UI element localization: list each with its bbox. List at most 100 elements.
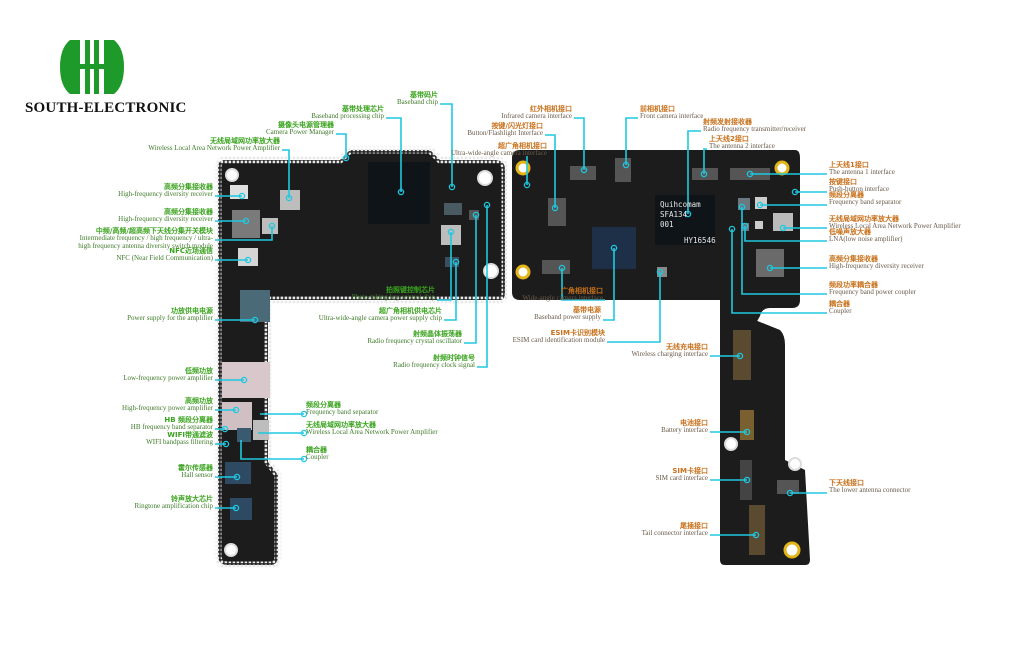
label-en: Frequency band power coupler <box>829 288 916 297</box>
label-cn: WIFI带通滤波 <box>167 431 213 439</box>
label-en: Power supply for the amplifier <box>127 314 213 323</box>
label-en: High-frequency diversity receiver <box>118 215 213 224</box>
target-marker <box>736 352 744 360</box>
target-marker <box>779 224 787 232</box>
mounting-hole <box>225 168 239 182</box>
label-en: SIM card interface <box>655 474 708 483</box>
leader-line <box>607 272 661 343</box>
label-en: Tail connector interface <box>641 529 708 538</box>
label-en: Hall sensor <box>181 471 213 480</box>
leader-line <box>561 268 605 301</box>
target-marker <box>743 476 751 484</box>
target-marker <box>300 455 308 463</box>
leader-line <box>464 215 477 344</box>
target-marker <box>447 228 455 236</box>
label-en: Wide-angle camera interface <box>522 294 603 303</box>
label-cn: 无线充电接口 <box>666 343 708 351</box>
label-cn: 高频分集接收器 <box>164 208 213 216</box>
chip-line: Quihcomam <box>660 200 701 209</box>
leader-line <box>545 134 556 208</box>
label-cn: 超广角相机接口 <box>498 142 547 150</box>
target-marker <box>251 316 259 324</box>
label-cn: 射频晶体振荡器 <box>413 330 462 338</box>
target-marker <box>700 170 708 178</box>
target-marker <box>452 258 460 266</box>
label-en: Infrared camera interface <box>501 112 572 121</box>
target-marker <box>448 183 456 191</box>
label-cn: 上天线2接口 <box>709 135 749 143</box>
label-cn: 耦合器 <box>829 300 850 308</box>
target-marker <box>342 154 350 162</box>
label-cn: 超广角相机供电芯片 <box>379 307 442 315</box>
label-en: Frequency band separator <box>306 408 379 417</box>
label-cn: 高频分集接收器 <box>829 255 878 263</box>
label-cn: HB 频段分离器 <box>164 416 213 424</box>
leader-line <box>215 226 273 241</box>
gold-hole <box>783 541 801 559</box>
label-cn: ESIM卡识别模块 <box>550 329 605 337</box>
chip-line: SFA134 <box>660 210 688 219</box>
label-en: The antenna 2 interface <box>709 142 775 151</box>
leader-line <box>741 207 827 295</box>
leader-line <box>574 117 585 170</box>
label-en: high frequency antenna diversity switch … <box>78 241 213 250</box>
label-cn: 基带处理芯片 <box>342 105 384 113</box>
brand-name: SOUTH-ELECTRONIC <box>25 100 187 116</box>
target-marker <box>786 489 794 497</box>
target-marker <box>656 268 664 276</box>
label-en: Baseband chip <box>396 98 438 107</box>
label-cn: 按键/闪光灯接口 <box>491 122 543 130</box>
target-marker <box>244 256 252 264</box>
mounting-hole <box>788 457 802 471</box>
label-en: ESIM card identification module <box>512 336 605 345</box>
label-en: High-frequency diversity receiver <box>829 262 924 271</box>
target-marker <box>752 531 760 539</box>
label-cn: 电池接口 <box>680 419 708 427</box>
label-en: Button/Flashlight Interface <box>467 129 543 138</box>
label-cn: 上天线1接口 <box>829 161 869 169</box>
label-en: Baseband power supply <box>534 313 601 322</box>
label-en: Battery interface <box>661 426 708 435</box>
label-cn: 下天线接口 <box>829 479 864 487</box>
label-cn: 无线局域网功率放大器 <box>829 215 899 223</box>
target-marker <box>743 428 751 436</box>
leader-line <box>603 248 615 321</box>
label-en: Wireless Local Area Network Power Amplif… <box>829 222 961 231</box>
leader-line <box>687 130 701 214</box>
label-cn: SIM卡接口 <box>672 467 708 475</box>
label-cn: 高频功放 <box>185 397 213 405</box>
label-en: Coupler <box>306 453 329 462</box>
target-marker <box>232 406 240 414</box>
label-en: Wireless Local Area Network Power Amplif… <box>306 428 438 437</box>
label-cn: 耦合器 <box>306 446 327 454</box>
leader-line <box>437 232 452 301</box>
leader-line <box>336 133 347 158</box>
target-marker <box>766 264 774 272</box>
label-cn: 功放供电电源 <box>171 307 213 315</box>
leader-line <box>625 117 638 165</box>
target-marker <box>684 210 692 218</box>
label-en: Ultra-wide-angle camera interface <box>451 149 547 158</box>
target-marker <box>232 504 240 512</box>
gold-hole <box>515 264 531 280</box>
rf-modem-chip <box>655 195 715 245</box>
mounting-hole <box>483 263 499 279</box>
target-marker <box>791 188 799 196</box>
label-en: Front camera interface <box>640 112 704 121</box>
